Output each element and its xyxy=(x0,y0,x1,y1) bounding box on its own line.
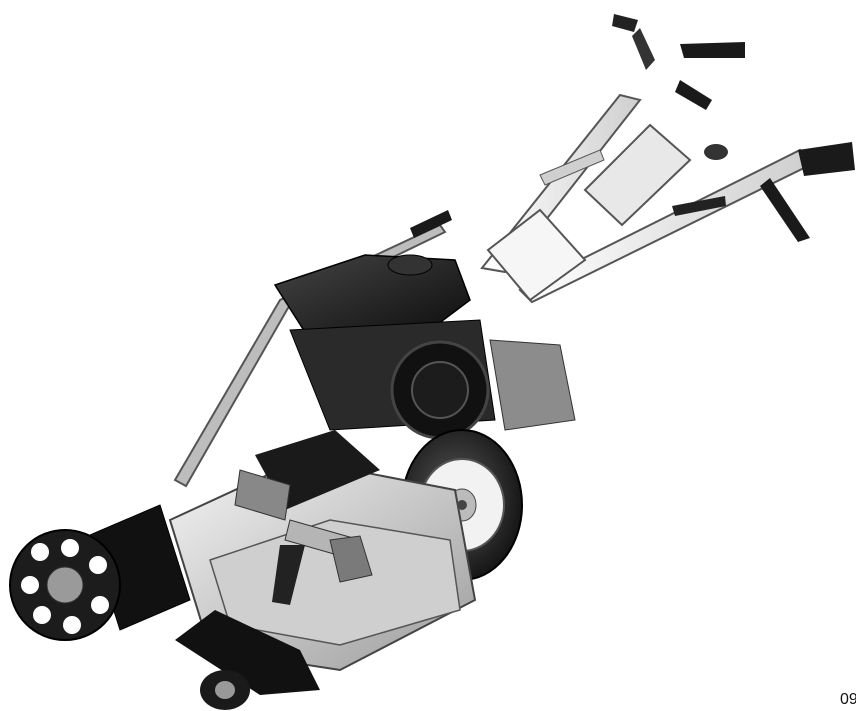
handlebar xyxy=(480,14,855,304)
sprocket-wheel xyxy=(9,529,121,641)
page-number: 09 xyxy=(840,691,856,708)
support-wheel xyxy=(200,670,250,710)
engine xyxy=(273,254,576,440)
side-lever xyxy=(173,210,452,488)
cutting-deck xyxy=(168,430,477,695)
